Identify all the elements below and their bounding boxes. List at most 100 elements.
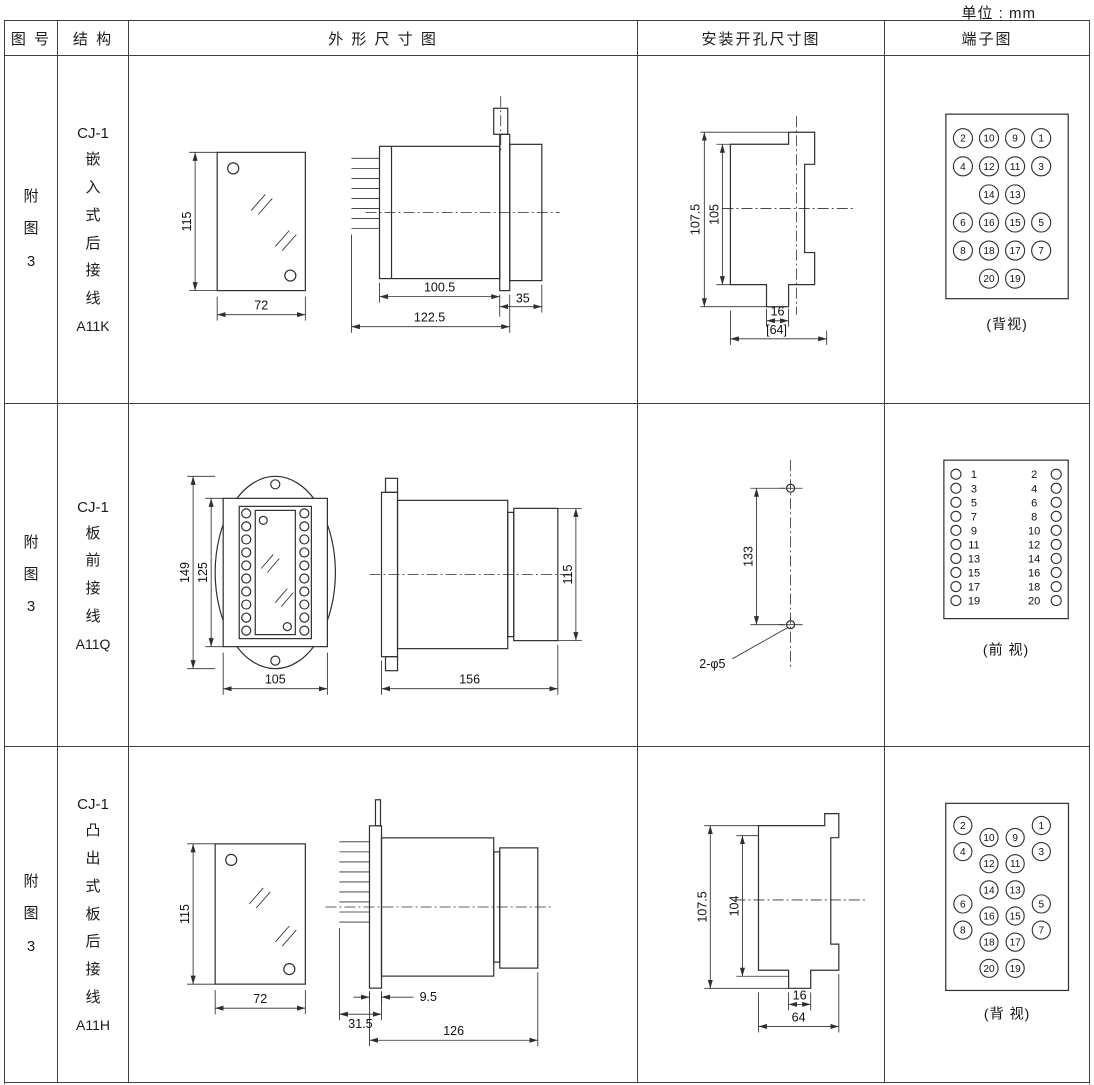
dim-body-length: 126 <box>443 1024 464 1038</box>
view-label: (前 视) <box>983 642 1029 658</box>
hole-spec-label: 2-φ5 <box>699 657 725 671</box>
terminal-pin-number: 8 <box>1031 511 1037 523</box>
dim-front-width: 72 <box>254 299 268 313</box>
outline-drawing-a11q: 149 125 105 <box>178 475 582 695</box>
series-label: CJ-1 <box>77 498 109 516</box>
terminal-pin-number: 4 <box>960 847 966 858</box>
terminal-pin-number: 7 <box>1039 926 1045 937</box>
terminal-pin-number: 10 <box>1028 525 1040 537</box>
terminal-pin-3 <box>1031 156 1052 177</box>
dim-outer-height: 107.5 <box>688 204 702 235</box>
install-cell-1: 107.5 105 16 [64] <box>638 56 885 404</box>
outline-cell-1: 115 72 100.5 <box>129 56 638 404</box>
terminal-pin-number: 1 <box>971 469 977 481</box>
terminal-pin-number: 5 <box>1039 899 1045 910</box>
terminal-pin-20 <box>979 958 999 978</box>
terminal-pin-5 <box>950 496 962 508</box>
terminal-pin-15 <box>950 566 962 579</box>
dim-inner-height: 104 <box>727 895 741 916</box>
terminal-pin-17 <box>1005 240 1026 261</box>
structure-cell-2: CJ-1 板 前 接 线 A11Q <box>58 404 129 747</box>
terminal-pin-number: 12 <box>983 162 995 173</box>
terminal-pin-number: 20 <box>983 964 995 975</box>
terminal-pin-3 <box>950 482 962 494</box>
terminal-pin-number: 11 <box>1010 162 1021 173</box>
terminal-pin-8 <box>1050 510 1062 522</box>
header-structure: 结 构 <box>58 21 129 56</box>
header-install: 安装开孔尺寸图 <box>638 21 885 56</box>
dim-bracket-width: [64] <box>766 323 787 337</box>
mount-type-label: 板 前 接 线 <box>85 524 101 625</box>
model-label: A11K <box>76 317 110 334</box>
dim-inner-height: 125 <box>196 562 210 583</box>
dim-side-length: 156 <box>459 673 480 687</box>
front-view: 149 125 105 <box>178 475 337 695</box>
terminal-pin-17 <box>1005 932 1025 952</box>
fig-no-cell-3: 附 图 3 <box>5 747 58 1082</box>
terminal-pin-number: 16 <box>983 912 995 923</box>
dim-inner-height: 105 <box>707 204 721 225</box>
glass-hatch <box>260 554 294 607</box>
leader-line <box>732 627 788 660</box>
terminal-pin-15 <box>1005 906 1025 926</box>
terminal-pin-2 <box>953 815 973 836</box>
terminal-pin-2 <box>952 128 974 149</box>
terminal-pin-number: 20 <box>1028 596 1040 608</box>
terminal-pin-number: 2 <box>960 821 966 832</box>
terminal-pin-19 <box>1005 958 1025 978</box>
terminal-pin-number: 6 <box>960 218 966 229</box>
dim-outer-height: 107.5 <box>695 891 709 922</box>
model-label: A11Q <box>75 635 111 652</box>
terminal-pin-18 <box>978 240 1000 261</box>
terminal-pin-8 <box>953 920 973 940</box>
terminal-pin-14 <box>978 184 1000 205</box>
header-outline: 外 形 尺 寸 图 <box>129 21 638 56</box>
terminal-pin-12 <box>979 854 999 874</box>
terminal-pin-number: 19 <box>968 596 980 608</box>
terminal-pin-20 <box>1050 595 1062 607</box>
terminal-pin-15 <box>1005 212 1026 233</box>
install-drawing-a11q: 133 2-φ5 <box>699 460 803 671</box>
terminal-pin-13 <box>1005 184 1026 205</box>
dim-total-length: 122.5 <box>414 311 445 325</box>
terminal-pin-number: 1 <box>1038 134 1044 145</box>
terminal-block-outline <box>943 459 1069 620</box>
terminal-pin-number: 12 <box>1028 539 1040 551</box>
dim-side-height: 115 <box>561 564 575 584</box>
terminal-pin-number: 11 <box>968 539 979 551</box>
terminal-pin-4 <box>953 842 973 862</box>
fig-no-text: 附 图 3 <box>23 188 39 270</box>
outline-drawing-a11k: 115 72 100.5 <box>180 96 560 333</box>
terminal-pin-19 <box>1005 268 1026 289</box>
terminal-pin-number: 2 <box>960 134 966 145</box>
terminal-pin-1 <box>950 468 962 480</box>
dim-pin-length: 9.5 <box>420 990 437 1004</box>
terminal-pin-number: 17 <box>968 582 980 594</box>
terminal-pin-number: 18 <box>983 938 995 949</box>
terminal-pin-7 <box>950 510 962 522</box>
terminal-pin-8 <box>952 240 974 261</box>
dim-slot-width: 16 <box>771 305 785 319</box>
terminal-pin-number: 15 <box>968 568 980 580</box>
terminal-pin-number: 6 <box>1031 497 1037 509</box>
outline-cell-3: 115 72 31.5 <box>129 747 638 1082</box>
terminal-block-outline <box>945 802 1070 992</box>
install-cell-3: 107.5 104 16 64 <box>638 747 885 1082</box>
dim-outer-height: 149 <box>178 562 192 583</box>
terminal-pin-16 <box>979 906 999 926</box>
fig-no-text: 附 图 3 <box>23 533 39 616</box>
terminal-pin-number: 6 <box>960 899 966 910</box>
dim-front-width: 72 <box>253 992 267 1006</box>
view-label: (背视) <box>986 316 1027 332</box>
terminal-pin-3 <box>1031 842 1051 862</box>
dim-rear-length: 35 <box>516 292 530 306</box>
side-view: 100.5 35 122.5 <box>351 96 560 333</box>
terminal-pin-10 <box>979 827 999 848</box>
terminal-pin-number: 19 <box>1010 964 1022 975</box>
terminal-pin-16 <box>1050 566 1062 579</box>
dim-hole-spacing: 133 <box>741 546 755 567</box>
